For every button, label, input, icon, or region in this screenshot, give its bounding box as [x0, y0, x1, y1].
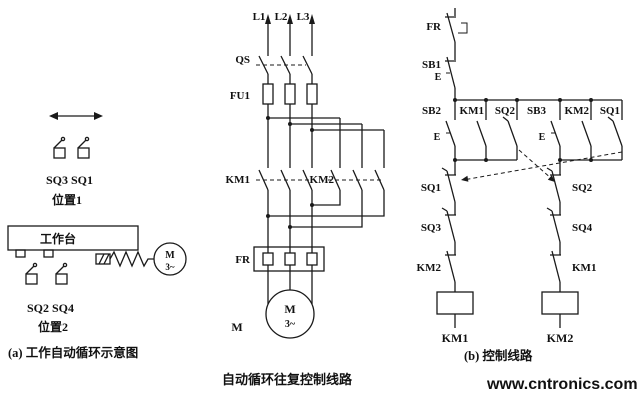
motor-ref-label: M [231, 320, 242, 334]
fr-contact [445, 12, 456, 43]
sq4-label: SQ4 [572, 222, 593, 234]
sq2-linkage [518, 149, 554, 181]
l3-arrow-icon [309, 14, 315, 24]
junction-dots [266, 116, 314, 229]
caption-b: (b) 控制线路 [464, 348, 533, 363]
fr-contact-label: FR [426, 21, 442, 33]
sq2-linkage-arrow-icon [547, 175, 555, 182]
sq3-label: SQ3 [421, 222, 442, 234]
caption-a: (a) 工作自动循环示意图 [8, 345, 138, 360]
sq1-linkage-arrow-icon [461, 175, 469, 182]
fr-thermal-hook [458, 22, 468, 34]
main-circuit: L1 L2 L3 QS FU1 KM1 KM2 [226, 11, 385, 339]
sb3-label: SB3 [527, 105, 546, 117]
left-rung-contacts [441, 167, 456, 283]
phase-l1-label: L1 [253, 11, 266, 23]
km1-label: KM1 [226, 174, 250, 186]
limit-switch-bottom-icons [25, 262, 68, 285]
motor-m: M [284, 302, 295, 316]
watermark: www.cntronics.com [486, 376, 638, 393]
sq1-no-label: SQ1 [600, 105, 620, 117]
sq-top-label: SQ3 SQ1 [46, 173, 93, 187]
km2-aux-label: KM2 [565, 105, 590, 117]
sb2-label: SB2 [422, 105, 441, 117]
km2-nc-label: KM2 [417, 262, 442, 274]
limit-no-ticks [502, 116, 614, 122]
l2-arrow-icon [287, 14, 293, 24]
control-circuit: FR SB1 E E E SB2 KM1 SQ2 SB3 KM2 SQ1 SQ1… [417, 8, 623, 363]
left-panel: SQ3 SQ1 位置1 工作台 M 3~ SQ2 SQ4 位置2 [7, 112, 187, 360]
phase-l2-label: L2 [275, 11, 288, 23]
fuse-fu1 [262, 83, 318, 105]
right-rung-contacts [546, 167, 561, 283]
leadscrew-icon [95, 250, 154, 268]
diagram-title: 自动循环往复控制线路 [222, 372, 353, 387]
sq2-no-label: SQ2 [495, 105, 516, 117]
table-motor: M 3~ [153, 242, 187, 276]
km2-coil [541, 291, 579, 315]
km1-coil-label: KM1 [442, 331, 469, 345]
control-junction-dots [453, 98, 593, 162]
qs-label: QS [235, 54, 250, 66]
km2-coil-label: KM2 [547, 331, 574, 345]
table-motor-phase: 3~ [165, 262, 175, 272]
sb1-actuator: E [435, 72, 442, 83]
position1-label: 位置1 [52, 192, 82, 207]
sb3-actuator: E [539, 132, 546, 143]
limit-switch-top-icons [53, 136, 90, 159]
km1-aux-label: KM1 [460, 105, 484, 117]
sq1-linkage [462, 151, 623, 181]
sb1-label: SB1 [422, 59, 441, 71]
thermal-relay-fr [253, 246, 325, 272]
sq2-nc-label: SQ2 [572, 182, 593, 194]
km1-nc-label: KM1 [572, 262, 596, 274]
sq-bottom-label: SQ2 SQ4 [27, 301, 74, 315]
sq1-nc-label: SQ1 [421, 182, 441, 194]
l1-arrow-icon [265, 14, 271, 24]
table-dogs [15, 249, 54, 258]
table-motor-circle [153, 242, 187, 276]
fu1-label: FU1 [230, 90, 250, 102]
worktable-box [7, 225, 139, 251]
position2-label: 位置2 [38, 319, 68, 334]
km2-label: KM2 [310, 174, 335, 186]
motor-circle [265, 289, 315, 339]
phase-crossover-wires [268, 190, 385, 228]
motor-phase: 3~ [285, 319, 296, 330]
sb2-actuator: E [434, 132, 441, 143]
control-wires [454, 8, 623, 328]
parallel-contact-blades [445, 120, 623, 147]
worktable-label: 工作台 [40, 231, 76, 246]
table-motor-m: M [165, 250, 175, 261]
phase-wires [267, 22, 313, 304]
phase-l3-label: L3 [297, 11, 310, 23]
km1-coil [436, 291, 474, 315]
double-arrow-icon [49, 112, 103, 120]
km2-branch-taps [268, 117, 385, 168]
sb1-button [445, 56, 456, 89]
fr-label: FR [235, 254, 251, 266]
